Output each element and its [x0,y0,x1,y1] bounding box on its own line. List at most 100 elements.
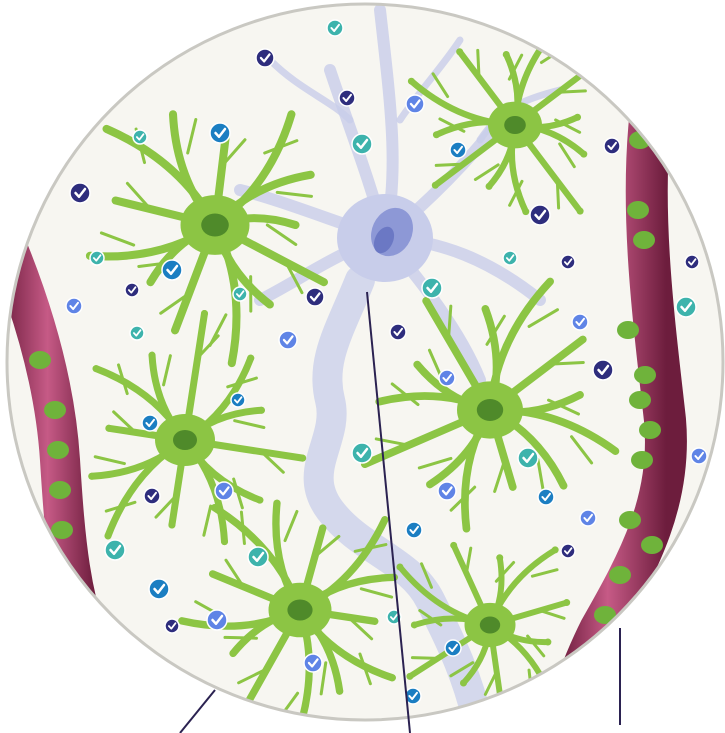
molecule [593,360,613,380]
astrocyte-end-foot [29,351,51,369]
astrocyte-branch [550,362,583,364]
molecule [390,324,406,340]
astrocyte-tip [433,131,440,138]
molecule [422,278,442,298]
molecule [572,314,588,330]
astrocyte-tip [423,297,430,304]
astrocyte-tip [408,78,415,85]
astrocyte-tip [209,570,216,577]
molecule [70,183,90,203]
astrocyte-tip [201,310,208,317]
astrocyte-tip [247,355,254,362]
astrocyte-tip [522,208,529,215]
astrocyte-tip [172,327,179,334]
astrocyte-tip [221,538,228,545]
molecule [231,393,245,407]
astrocyte-tip [406,673,413,680]
astrocyte-tip [411,621,418,628]
molecule [165,619,179,633]
molecule [304,654,322,672]
astrocyte-tip [149,352,156,359]
astrocyte-nucleus [173,430,197,450]
astrocyte-tip [612,448,619,455]
molecule [306,288,324,306]
astrocyte-tip [336,688,343,695]
molecule [210,123,230,143]
astrocyte-tip [105,532,112,539]
molecule [215,482,233,500]
astrocyte-tip [103,125,110,132]
molecule [142,415,158,431]
astrocyte-tip [266,301,273,308]
astrocyte-end-foot [634,366,656,384]
astrocyte-tip [211,504,218,511]
molecule [279,331,297,349]
molecule [327,20,343,36]
leader-line-astrocyte [180,690,215,733]
astrocyte-tip [105,425,112,432]
molecule [233,287,247,301]
astrocyte-nucleus [287,600,312,621]
astrocyte-tip [299,455,306,462]
astrocyte-end-foot [631,451,653,469]
astrocyte-end-foot [49,481,71,499]
astrocyte-branch [436,164,463,165]
astrocyte-end-foot [44,401,66,419]
astrocyte-nucleus [480,617,500,634]
astrocyte-tip [547,278,554,285]
astrocyte-tip [230,650,237,657]
molecule [352,134,372,154]
astrocyte-tip [544,639,551,646]
astrocyte-tip [93,365,100,372]
molecule [207,610,227,630]
astrocyte-tip [228,360,235,367]
molecule [438,482,456,500]
astrocyte-tip [577,208,584,215]
molecule [685,255,699,269]
astrocyte-end-foot [47,441,69,459]
astrocyte-tip [574,114,581,121]
astrocyte-tip [273,500,280,507]
astrocyte-tip [112,197,119,204]
astrocyte-tip [482,305,489,312]
astrocyte-tip [88,473,95,480]
astrocyte-tip [169,111,176,118]
astrocyte-tip [580,151,587,158]
molecule [66,298,82,314]
molecule [144,488,160,504]
astrocyte-tip [307,171,314,178]
astrocyte-tip [414,361,421,368]
astrocyte-tip [463,525,470,532]
astrocyte-tip [563,599,570,606]
astrocyte-tip [258,407,265,414]
astrocyte-tip [547,691,554,698]
astrocyte-tip [496,554,503,561]
molecule [538,489,554,505]
astrocyte-end-foot [617,321,639,339]
astrocyte-tip [456,48,463,55]
astrocyte-end-foot [627,201,649,219]
molecule [90,251,104,265]
molecule [248,547,268,567]
astrocyte-tip [486,183,493,190]
molecule [450,142,466,158]
astrocyte-tip [292,222,299,229]
astrocyte-tip [509,484,516,491]
astrocyte-end-foot [633,231,655,249]
astrocyte-tip [552,546,559,553]
astrocyte-branch [225,637,256,638]
astrocyte-tip [178,617,185,624]
molecule [339,90,355,106]
astrocyte-branch [478,50,479,77]
astrocyte-tip [396,564,403,571]
astrocyte-tip [147,279,154,286]
molecule [130,326,144,340]
astrocyte-end-foot [629,391,651,409]
astrocyte-branch [558,91,585,92]
molecule [580,510,596,526]
astrocyte-tip [288,111,295,118]
astrocyte-tip [450,542,457,549]
astrocyte-tip [460,679,467,686]
molecule [439,370,455,386]
astrocyte-end-foot [639,421,661,439]
